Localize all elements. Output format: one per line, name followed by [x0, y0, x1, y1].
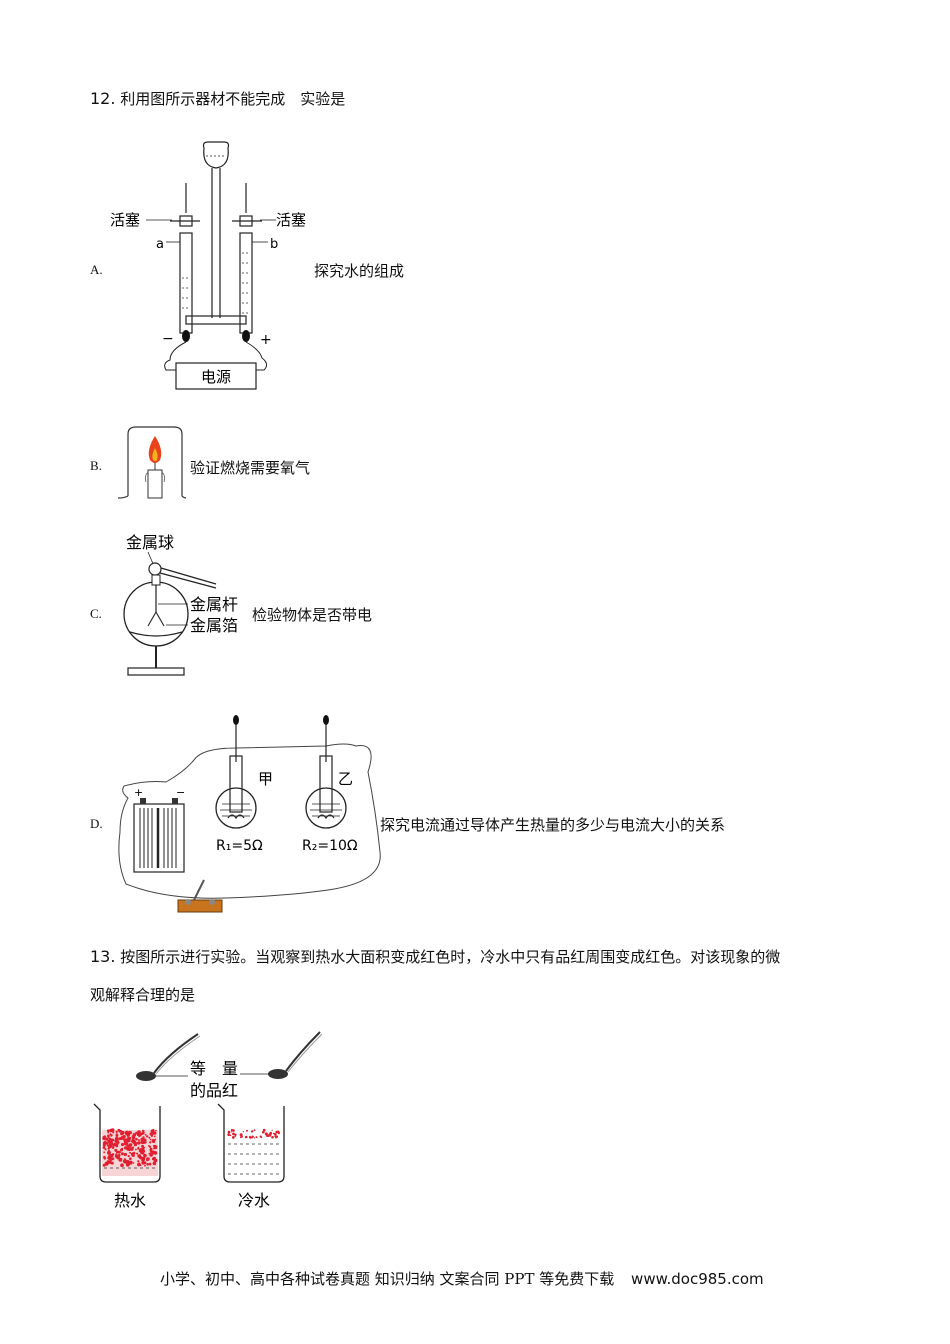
dye-particles-hot: [102, 1128, 158, 1167]
cold-water-label: 冷水: [238, 1191, 270, 1210]
electrolysis-apparatus-figure: 电源 活塞 活塞 a b − +: [110, 141, 306, 390]
metal-ball-label: 金属球: [126, 533, 174, 552]
option-c-text: 检验物体是否带电: [252, 606, 373, 624]
stopcock-left-label: 活塞: [110, 211, 140, 229]
question-13-stem-line1: 13. 按图所示进行实验。当观察到热水大面积变成红色时，冷水中只有品红周围变成红…: [90, 946, 780, 968]
option-d-text: 探究电流通过导体产生热量的多少与电流大小的关系: [380, 816, 726, 834]
joule-heating-circuit-figure: + − 甲 R₁=5Ω 乙 R₂=10Ω: [118, 715, 381, 913]
metal-rod-label: 金属杆: [190, 595, 238, 614]
flask-jia-label: 甲: [258, 770, 273, 788]
tube-b-label: b: [270, 237, 278, 252]
diffusion-experiment-figure: 等 量 的品红 热水 冷水: [93, 1031, 323, 1210]
question-text: 按图所示进行实验。当观察到热水大面积变成红色时，冷水中只有品红周围变成红色。对该…: [120, 948, 781, 966]
option-b-letter: B.: [90, 458, 102, 473]
question-number: 13.: [90, 947, 116, 966]
hot-water-label: 热水: [114, 1191, 146, 1210]
option-b-text: 验证燃烧需要氧气: [190, 459, 311, 477]
r2-label: R₂=10Ω: [302, 838, 358, 854]
dye-particles-cold: [227, 1128, 281, 1139]
plus-sign: +: [260, 332, 272, 348]
minus-sign: −: [162, 331, 174, 347]
question-number: 12.: [90, 89, 116, 108]
battery-plus: +: [134, 786, 143, 799]
footer-text: 小学、初中、高中各种试卷真题 知识归纳 文案合同 PPT 等免费下载: [160, 1270, 615, 1288]
footer-site-link[interactable]: www.doc985.com: [631, 1270, 764, 1288]
option-d-letter: D.: [90, 816, 103, 831]
question-text: 利用图所示器材不能完成 实验是: [120, 90, 346, 108]
stopcock-right-label: 活塞: [276, 211, 306, 229]
question-12-stem: 12. 利用图所示器材不能完成 实验是: [90, 88, 345, 110]
metal-foil-label: 金属箔: [190, 616, 238, 635]
question-13-stem-line2: 观解释合理的是: [90, 986, 196, 1004]
option-a-letter: A.: [90, 262, 103, 277]
option-a-text: 探究水的组成: [314, 262, 405, 280]
footer: 小学、初中、高中各种试卷真题 知识归纳 文案合同 PPT 等免费下载 www.d…: [160, 1268, 764, 1289]
candle-under-jar-figure: [117, 426, 187, 499]
r1-label: R₁=5Ω: [216, 838, 263, 854]
flask-yi-label: 乙: [338, 770, 353, 788]
equal-amount-label: 等 量: [190, 1059, 238, 1078]
option-c-letter: C.: [90, 606, 102, 621]
battery-minus: −: [176, 786, 185, 799]
dye-label: 的品红: [190, 1081, 238, 1100]
tube-a-label: a: [156, 237, 164, 252]
power-label: 电源: [201, 368, 231, 386]
electroscope-figure: 金属球 金属杆 金属箔: [123, 533, 238, 676]
